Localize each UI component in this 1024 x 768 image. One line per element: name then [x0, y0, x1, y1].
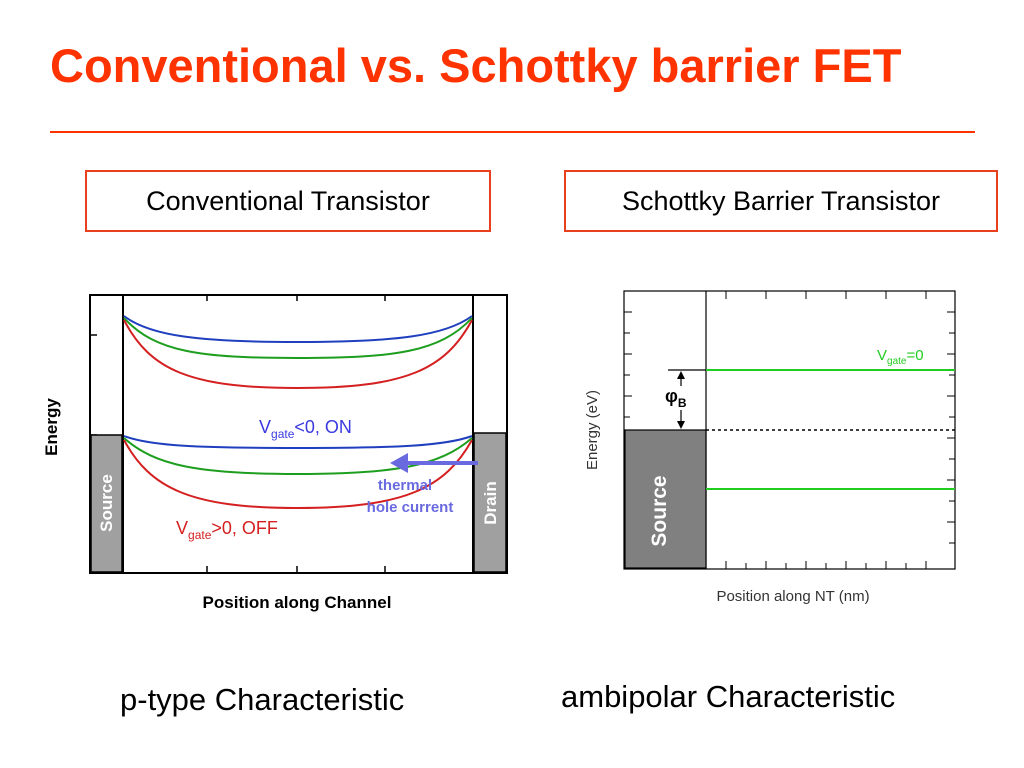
conduction-band-green	[123, 317, 473, 360]
left-plot-frame	[89, 294, 508, 574]
left-source-label: Source	[97, 474, 116, 532]
ambipolar-caption: ambipolar Characteristic	[561, 679, 896, 714]
vgate-zero-label: Vgate=0	[877, 347, 924, 367]
left-source-contact	[90, 434, 123, 573]
phi-arrowhead-up	[677, 371, 685, 379]
phi-b-label: φB	[665, 386, 687, 410]
right-source-contact	[624, 429, 707, 569]
valence-band-blue	[123, 435, 473, 450]
conventional-transistor-label: Conventional Transistor	[146, 185, 430, 216]
left-x-axis-label: Position along Channel	[203, 593, 392, 612]
thermal-hole-arrowhead	[390, 453, 408, 473]
schottky-transistor-box: Schottky Barrier Transistor	[564, 170, 998, 232]
valence-band-red	[123, 439, 473, 510]
vgate-off-label: Vgate>0, OFF	[176, 518, 278, 542]
p-type-caption: p-type Characteristic	[120, 682, 405, 717]
left-drain-label: Drain	[481, 481, 500, 524]
conduction-band-red	[123, 319, 473, 390]
thermal-label: thermal	[378, 477, 432, 494]
conventional-transistor-box: Conventional Transistor	[85, 170, 491, 232]
left-drain-contact	[473, 432, 507, 573]
phi-arrowhead-down	[677, 421, 685, 429]
right-y-axis-label: Energy (eV)	[584, 390, 601, 470]
hole-current-label: hole current	[367, 499, 454, 516]
right-source-label: Source	[648, 475, 671, 546]
vgate-on-label: Vgate<0, ON	[259, 417, 352, 441]
right-plot-ticks	[624, 291, 955, 569]
conduction-band-blue	[123, 315, 473, 344]
left-y-axis-label: Energy	[42, 398, 61, 456]
valence-band-green	[123, 437, 473, 476]
right-x-axis-label: Position along NT (nm)	[716, 588, 869, 605]
schottky-transistor-label: Schottky Barrier Transistor	[621, 185, 941, 216]
slide-title: Conventional vs. Schottky barrier FET	[50, 39, 902, 92]
title-underline	[50, 131, 975, 133]
